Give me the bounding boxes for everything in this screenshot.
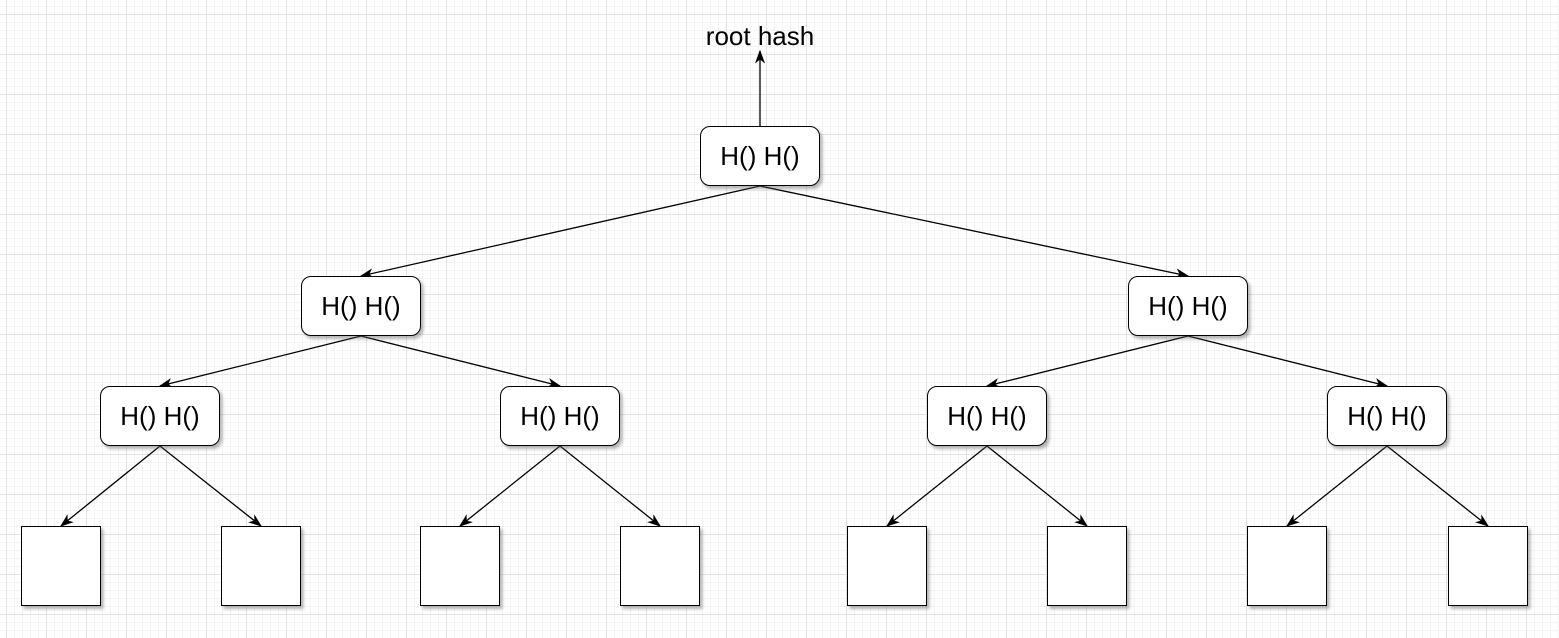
hash-node-h22[interactable]: H() H() bbox=[1327, 386, 1447, 446]
edge-h11-leaf2[interactable] bbox=[159, 445, 261, 526]
data-block-leaf6[interactable] bbox=[1047, 526, 1127, 606]
hash-node-h11[interactable]: H() H() bbox=[100, 386, 220, 446]
node-label: H() H() bbox=[720, 141, 800, 171]
data-block-leaf7[interactable] bbox=[1247, 526, 1327, 606]
node-label: H() H() bbox=[947, 401, 1027, 431]
edge-h21-leaf5[interactable] bbox=[887, 445, 988, 526]
edge-h22-leaf8[interactable] bbox=[1386, 445, 1488, 526]
data-block-leaf1[interactable] bbox=[21, 526, 101, 606]
edge-h1-h12[interactable] bbox=[360, 335, 560, 386]
hash-node-h12[interactable]: H() H() bbox=[500, 386, 620, 446]
node-label: H() H() bbox=[321, 291, 401, 321]
hash-node-h21[interactable]: H() H() bbox=[927, 386, 1047, 446]
node-label: H() H() bbox=[1148, 291, 1228, 321]
data-block-leaf8[interactable] bbox=[1448, 526, 1528, 606]
edge-h12-leaf3[interactable] bbox=[460, 445, 561, 526]
data-block-leaf2[interactable] bbox=[221, 526, 301, 606]
edge-root-h2[interactable] bbox=[759, 185, 1188, 276]
node-label: H() H() bbox=[520, 401, 600, 431]
edge-root-h1[interactable] bbox=[361, 185, 761, 276]
node-label: H() H() bbox=[1347, 401, 1427, 431]
hash-node-h2[interactable]: H() H() bbox=[1128, 276, 1248, 336]
node-label: H() H() bbox=[120, 401, 200, 431]
data-block-leaf3[interactable] bbox=[420, 526, 500, 606]
data-block-leaf5[interactable] bbox=[847, 526, 927, 606]
hash-node-root[interactable]: H() H() bbox=[700, 126, 820, 186]
edge-h2-h22[interactable] bbox=[1187, 335, 1387, 386]
edge-h11-leaf1[interactable] bbox=[61, 445, 161, 526]
edge-h12-leaf4[interactable] bbox=[559, 445, 660, 526]
edge-h1-h11[interactable] bbox=[160, 335, 362, 386]
edge-h22-leaf7[interactable] bbox=[1287, 445, 1388, 526]
data-block-leaf4[interactable] bbox=[620, 526, 700, 606]
edge-h21-leaf6[interactable] bbox=[986, 445, 1087, 526]
edge-h2-h21[interactable] bbox=[987, 335, 1189, 386]
hash-node-h1[interactable]: H() H() bbox=[301, 276, 421, 336]
root-hash-label[interactable]: root hash bbox=[705, 21, 815, 51]
